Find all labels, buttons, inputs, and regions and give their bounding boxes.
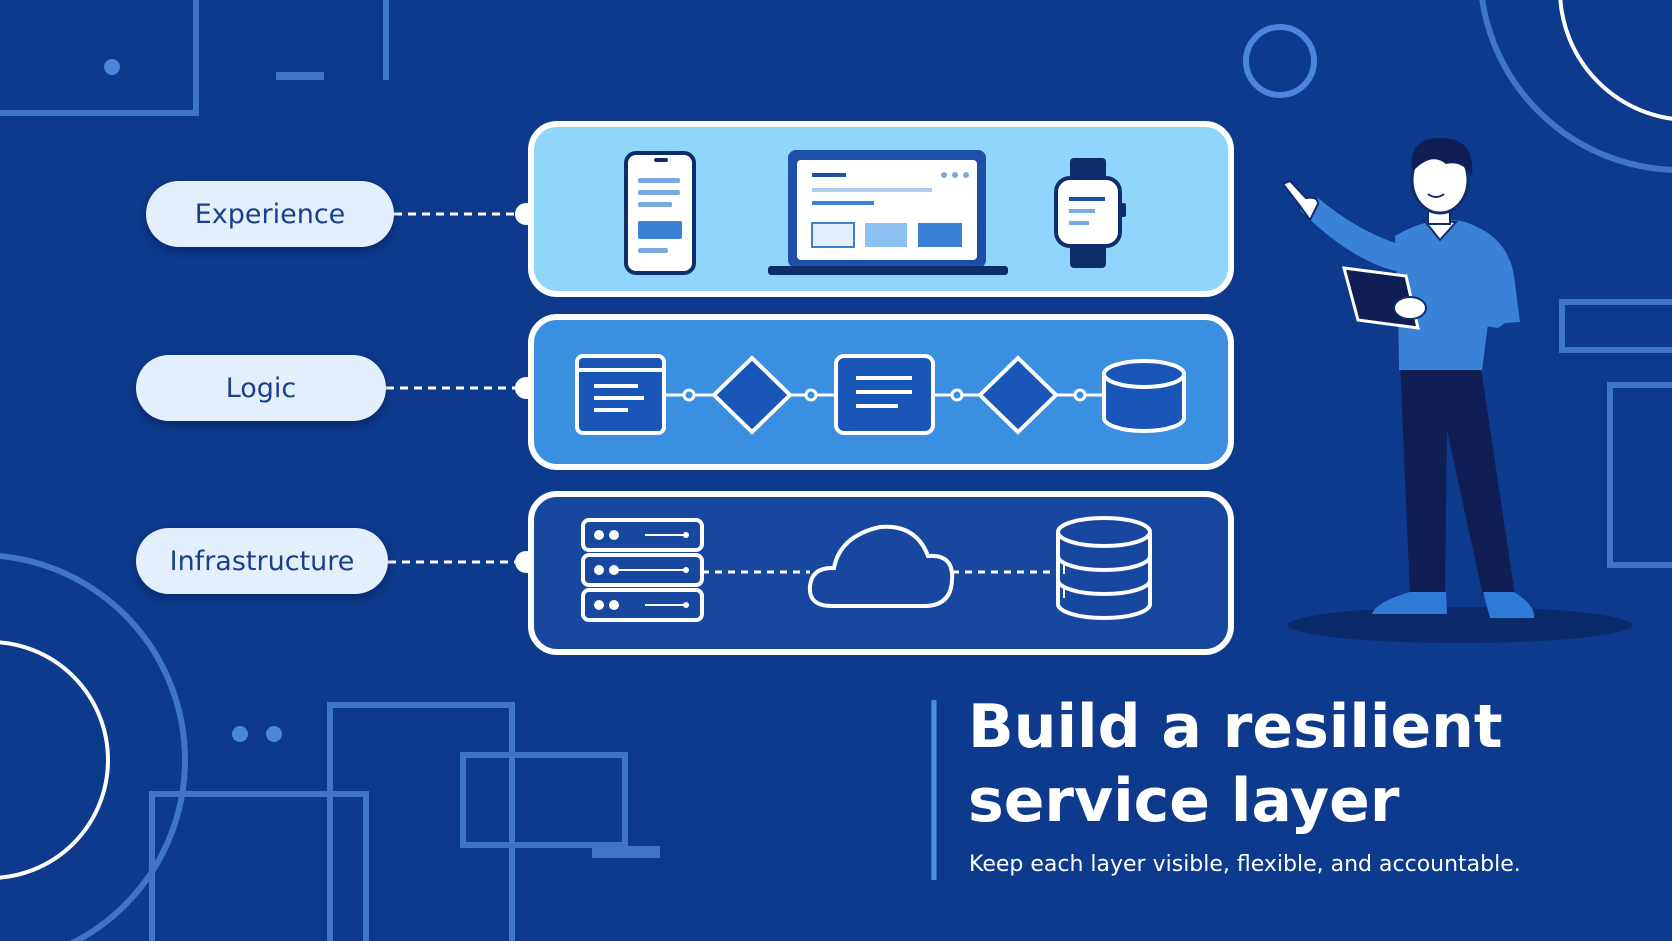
layer-label-infrastructure: Infrastructure [136, 528, 388, 594]
document-icon [834, 354, 935, 435]
diamond-decision-icon [711, 355, 793, 435]
deco-dot [104, 59, 120, 75]
deco-circle-small [1243, 24, 1317, 98]
figure-trousers [1400, 362, 1515, 596]
presenter-figure [1281, 138, 1632, 643]
figure-arm-raised [1300, 198, 1400, 272]
figure-shadow [1288, 607, 1632, 643]
database-icon [1102, 359, 1186, 433]
headline: Build a resilient service layer [968, 690, 1608, 838]
server-rack-icon [581, 518, 704, 622]
figure-arm-holding [1410, 262, 1513, 328]
headline-line-2: service layer [968, 766, 1400, 836]
deco-dot [232, 726, 248, 742]
figure-hair [1411, 138, 1473, 176]
layer-label-experience: Experience [146, 181, 394, 247]
deco-rect-bottom [327, 702, 515, 941]
deco-arc-top-right [1479, 0, 1672, 173]
tagline: Keep each layer visible, flexible, and a… [969, 852, 1521, 877]
deco-rect-bottom-left [149, 791, 369, 941]
figure-hand-holding [1393, 296, 1427, 320]
smartphone-icon [624, 151, 696, 275]
connectors [386, 212, 518, 564]
window-icon [575, 354, 666, 435]
figure-shoe [1372, 592, 1447, 614]
deco-dot [266, 726, 282, 742]
background-dots [104, 59, 282, 742]
figure-sweater [1395, 219, 1520, 370]
layer-label-text: Logic [225, 372, 297, 404]
deco-arc-bottom-left [0, 553, 188, 941]
deco-corner-top-left [0, 0, 199, 116]
deco-rect-right [1559, 299, 1672, 353]
database-stack-icon [1056, 516, 1152, 620]
smartwatch-icon [1054, 158, 1126, 268]
deco-arc-bottom-left-inner [0, 640, 110, 880]
figure-hand-pointing [1281, 179, 1320, 222]
deco-arc-top-right-inner [1558, 0, 1672, 121]
deco-rect-bottom-right [460, 752, 628, 848]
layer-label-logic: Logic [136, 355, 386, 421]
deco-rect-right-tall [1607, 382, 1672, 568]
logic-flow-nodes [682, 388, 1087, 402]
layer-label-text: Infrastructure [169, 545, 355, 577]
diamond-decision-icon [977, 355, 1059, 435]
headline-line-1: Build a resilient [968, 692, 1503, 762]
cloud-icon [807, 524, 955, 608]
layer-label-text: Experience [194, 198, 346, 230]
figure-shoe [1483, 592, 1535, 618]
laptop-icon [768, 150, 1008, 275]
